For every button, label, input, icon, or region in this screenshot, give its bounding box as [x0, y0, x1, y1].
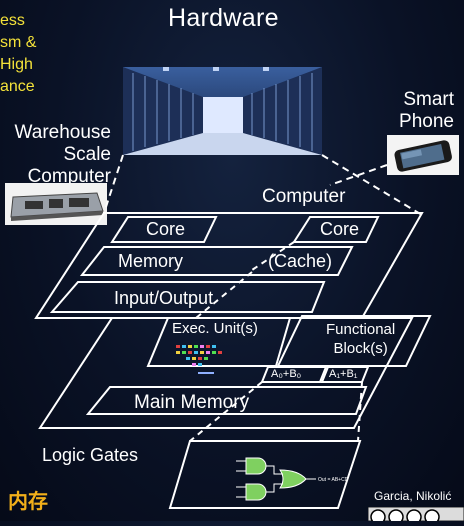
adder-box-1 — [260, 366, 328, 383]
gate-output-label: Out = AB+CD — [318, 477, 349, 483]
smart-phone-label-line-1: Smart — [403, 89, 454, 110]
nc-icon — [406, 509, 422, 525]
warehouse-label-line-3: Computer — [27, 166, 111, 187]
functional-block-label: Functional Block(s) — [326, 321, 396, 357]
io-row-box — [49, 281, 326, 313]
sa-icon — [424, 509, 440, 525]
or-gate — [279, 469, 307, 489]
connector-dashed-core-mid — [195, 271, 253, 319]
core-label-2: Core — [320, 219, 360, 239]
memory-row-box — [79, 246, 354, 276]
by-icon — [388, 509, 404, 525]
computer-layer-box — [34, 212, 424, 319]
logic-gates-box — [168, 440, 362, 509]
logic-gate-circuit — [236, 457, 316, 501]
connector-dashed-left-top — [103, 154, 124, 214]
core-box-1 — [110, 216, 218, 243]
cache-label: (Cache) — [268, 251, 333, 271]
cc-icon — [370, 509, 386, 525]
connector-dashed-core-left — [251, 241, 295, 271]
logic-gates-label: Logic Gates — [42, 445, 139, 465]
connector-dashed-phone — [329, 164, 388, 186]
warehouse-label-line-1: Warehouse — [14, 122, 111, 143]
creative-commons-badge — [367, 506, 464, 525]
smart-phone-label: Smart Phone — [399, 89, 454, 133]
warehouse-label-line-2: Scale — [63, 144, 111, 165]
main-memory-box — [85, 386, 368, 415]
left-text-fragment: ess sm & High ance — [0, 10, 36, 98]
adder-label-1: A₀+B₀ — [271, 368, 302, 380]
left-text-line-3: High — [0, 56, 33, 73]
and-gate-bottom — [245, 483, 267, 501]
adder-label-2: A₁+B₁ — [329, 368, 358, 380]
core-box-2 — [292, 216, 380, 243]
memory-label: Memory — [118, 251, 184, 271]
functional-block-box — [276, 315, 432, 367]
connector-dashed-gate-right — [357, 381, 363, 442]
warehouse-scale-computer-label: Warehouse Scale Computer — [15, 122, 111, 188]
core-label-1: Core — [146, 219, 186, 239]
main-memory-label: Main Memory — [134, 392, 250, 413]
input-output-label: Input/Output — [114, 288, 214, 308]
and-gate-top — [245, 457, 267, 475]
left-text-line-4: ance — [0, 78, 35, 95]
exec-unit-dots — [176, 345, 222, 374]
connector-dashed-right-top — [321, 154, 423, 216]
computer-label: Computer — [262, 186, 346, 207]
left-text-line-1: ess — [0, 12, 25, 29]
exec-unit-label: Exec. Unit(s) — [172, 320, 258, 337]
datacenter-image — [123, 67, 322, 155]
smartphone-image — [387, 135, 459, 175]
processor-layer-box — [38, 317, 414, 429]
smart-phone-label-line-2: Phone — [399, 111, 454, 132]
credit-label: Garcia, Nikolić — [374, 489, 452, 503]
chinese-caption: 内存 — [8, 491, 48, 513]
connector-dashed-gate-left — [189, 381, 263, 442]
server-image — [5, 183, 107, 225]
slide-title: Hardware — [168, 4, 279, 32]
left-text-line-2: sm & — [0, 34, 37, 51]
